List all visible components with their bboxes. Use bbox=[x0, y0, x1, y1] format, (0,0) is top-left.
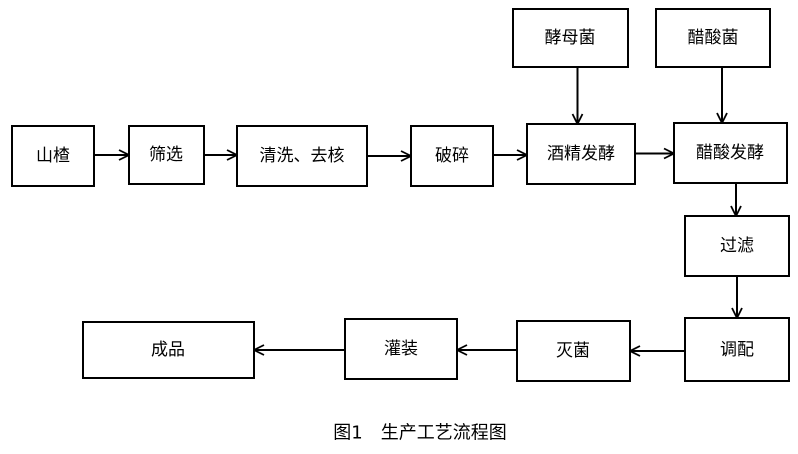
node-shaixuan-label: 筛选 bbox=[149, 145, 183, 165]
node-qingxi-label: 清洗、去核 bbox=[260, 146, 345, 166]
node-chengpin-label: 成品 bbox=[151, 340, 185, 360]
node-cusuan-label: 醋酸发酵 bbox=[696, 143, 764, 163]
node-chengpin: 成品 bbox=[82, 321, 255, 379]
node-jiaomujun-label: 酵母菌 bbox=[545, 28, 596, 48]
node-guolv: 过滤 bbox=[684, 215, 790, 277]
node-tiaopei-label: 调配 bbox=[720, 340, 754, 360]
node-cusuanjun: 醋酸菌 bbox=[655, 8, 771, 68]
node-posui: 破碎 bbox=[410, 125, 494, 187]
node-tiaopei: 调配 bbox=[684, 317, 790, 382]
node-qingxi: 清洗、去核 bbox=[236, 125, 368, 187]
node-jiujing-label: 酒精发酵 bbox=[547, 144, 615, 164]
node-shanzha: 山楂 bbox=[11, 125, 95, 187]
node-posui-label: 破碎 bbox=[435, 146, 469, 166]
node-guolv-label: 过滤 bbox=[720, 236, 754, 256]
node-shaixuan: 筛选 bbox=[128, 125, 205, 185]
node-cusuan: 醋酸发酵 bbox=[673, 122, 788, 184]
node-cusuanjun-label: 醋酸菌 bbox=[688, 28, 739, 48]
node-jiaomujun: 酵母菌 bbox=[512, 8, 629, 68]
node-guanzhuang: 灌装 bbox=[344, 318, 458, 380]
figure-caption: 图1 生产工艺流程图 bbox=[333, 423, 506, 444]
node-shanzha-label: 山楂 bbox=[36, 146, 70, 166]
node-jiujing: 酒精发酵 bbox=[526, 123, 636, 185]
node-guanzhuang-label: 灌装 bbox=[384, 339, 418, 359]
node-miejun-label: 灭菌 bbox=[556, 341, 590, 361]
node-miejun: 灭菌 bbox=[516, 320, 631, 382]
edges bbox=[94, 67, 737, 351]
